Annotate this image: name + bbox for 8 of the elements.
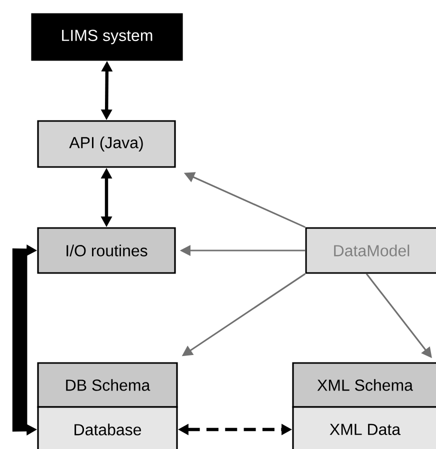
process-box: API (Java) xyxy=(37,120,176,168)
process-box: I/O routines xyxy=(37,227,176,274)
system-box: LIMS system xyxy=(31,13,183,61)
schema-box: DB Schema xyxy=(37,362,178,408)
storage-box: XML Data xyxy=(292,406,436,449)
schema-box: XML Schema xyxy=(292,362,436,408)
process-box: DataModel xyxy=(305,227,436,274)
storage-box: Database xyxy=(37,406,178,449)
